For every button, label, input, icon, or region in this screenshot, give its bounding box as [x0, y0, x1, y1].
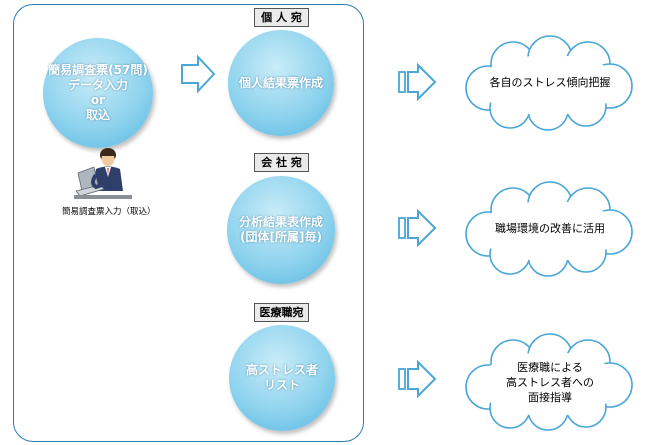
cloud-workplace-label: 職場環境の改善に活用: [495, 221, 605, 235]
cloud-guidance-line1: 医療職による: [517, 360, 583, 374]
cloud-shape: [465, 35, 633, 131]
individual-report-text: 個人結果票作成: [238, 75, 323, 90]
high-stress-list-circle: 高ストレス者 リスト: [229, 325, 335, 431]
cloud-workplace-text: 職場環境の改善に活用: [470, 208, 630, 248]
label-medical: 医療職宛: [254, 303, 309, 322]
cloud-awareness-text: 各自のストレス傾向把握: [470, 62, 630, 102]
workflow-frame: [13, 4, 364, 442]
input-circle-line4: 取込: [85, 108, 110, 122]
right-arrow-icon: [398, 359, 437, 399]
cloud-guidance-line2: 高ストレス者への: [506, 375, 594, 389]
right-arrow-icon: [181, 54, 216, 94]
high-stress-line2: リスト: [263, 378, 300, 392]
cloud-shape: [465, 333, 633, 431]
analysis-report-line2: (団体[所属]毎): [240, 230, 322, 244]
cloud-guidance-text: 医療職による 高ストレス者への 面接指導: [470, 352, 630, 412]
individual-report-circle: 個人結果票作成: [228, 30, 334, 136]
high-stress-line1: 高ストレス者: [245, 363, 318, 377]
input-circle-line1: 簡易調査票(57問): [48, 63, 148, 77]
label-individual: 個 人 宛: [254, 8, 309, 27]
cloud-awareness-label: 各自のストレス傾向把握: [489, 75, 611, 89]
input-circle: 簡易調査票(57問) データ入力 or 取込: [43, 38, 153, 148]
cloud-guidance-line3: 面接指導: [528, 390, 572, 404]
input-circle-line3: or: [90, 93, 106, 107]
person-at-computer-icon: [74, 148, 132, 199]
right-arrow-icon: [398, 62, 437, 102]
person-caption: 簡易調査票入力（取込）: [62, 207, 156, 217]
analysis-report-circle: 分析結果表作成 (団体[所属]毎): [227, 176, 335, 284]
right-arrow-icon: [398, 208, 437, 248]
input-circle-line2: データ入力: [67, 78, 128, 92]
label-company: 会 社 宛: [254, 153, 309, 172]
analysis-report-line1: 分析結果表作成: [238, 215, 323, 229]
cloud-shape: [465, 181, 633, 277]
